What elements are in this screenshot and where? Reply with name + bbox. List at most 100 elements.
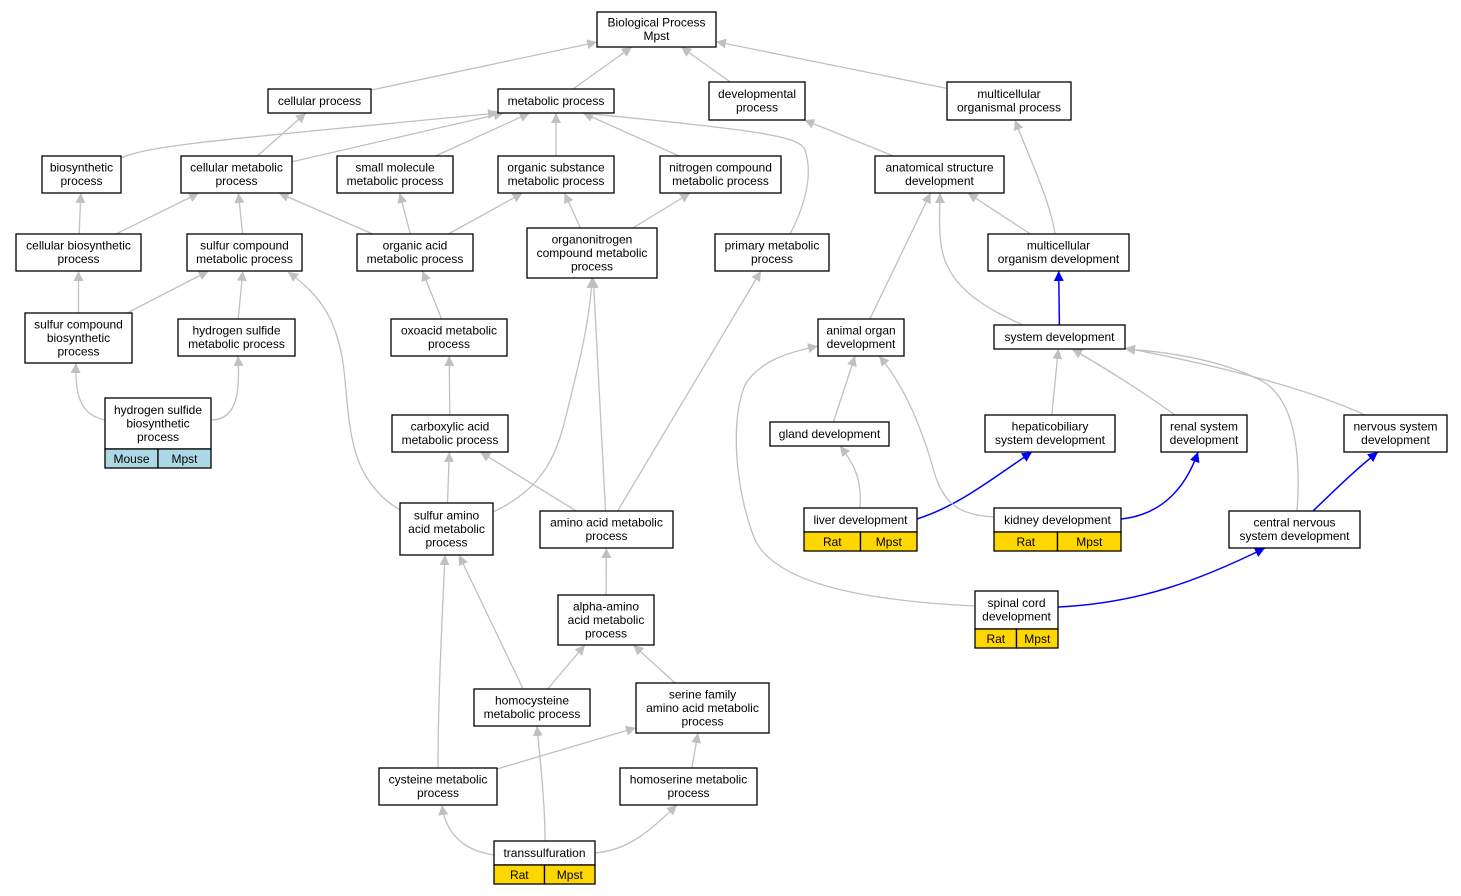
node-label-line: homoserine metabolic [630, 773, 747, 787]
node-box [493, 840, 596, 866]
node-box [708, 81, 806, 121]
annotation-label: Rat [986, 632, 1005, 646]
node-label-line: compound metabolic [537, 246, 648, 260]
node-label-line: gland development [779, 427, 881, 441]
edge-central-nervous-system-development-to-nervous-system-development [1312, 451, 1379, 512]
node-box [946, 81, 1072, 121]
node-label-line: metabolic process [188, 337, 285, 351]
annotation-label: Mpst [1024, 632, 1051, 646]
annotation-cell [859, 531, 918, 552]
node-label-line: acid metabolic [568, 613, 645, 627]
node-box [267, 88, 372, 114]
edge-multicellular-organism-development-to-multicellular-organismal-process [1013, 119, 1056, 235]
edge-transsulfuration-to-cysteine-metabolic-process [438, 804, 495, 856]
node-box [993, 507, 1122, 533]
node-label-line: system development [995, 433, 1106, 447]
node-label-line: serine family [669, 687, 736, 701]
edge-homocysteine-metabolic-process-to-alpha-amino-acid-metabolic-process [547, 644, 586, 690]
node-box [539, 510, 674, 549]
node-box [15, 233, 142, 272]
node-box [874, 155, 1005, 194]
annotation-cell [1015, 628, 1059, 649]
node-label-line: process [425, 535, 467, 549]
edge-organonitrogen-compound-metabolic-process-to-organic-substance-metabolic-process [563, 192, 582, 229]
edge-homocysteine-metabolic-process-to-sulfur-amino-acid-metabolic-process [458, 554, 524, 690]
node-metabolic-process[interactable]: metabolic process [497, 88, 615, 114]
node-label-line: metabolic process [508, 94, 605, 108]
node-label-line: sulfur amino [414, 508, 480, 522]
node-box [803, 507, 918, 533]
edges-layer [70, 38, 1379, 856]
node-label-line: metabolic process [367, 252, 464, 266]
annotation-cell [157, 448, 212, 469]
node-system-development[interactable]: system development [993, 324, 1126, 350]
node-cellular-process[interactable]: cellular process [267, 88, 372, 114]
node-label-line: sulfur compound [34, 317, 123, 331]
node-box [526, 227, 658, 279]
node-label-line: metabolic process [672, 174, 769, 188]
node-box [635, 682, 770, 734]
edge-central-nervous-system-development-to-system-development [1124, 344, 1299, 512]
node-label-line: renal system [1170, 420, 1238, 434]
node-box [619, 767, 758, 806]
node-box [336, 155, 454, 194]
node-label-line: Mpst [643, 29, 670, 43]
node-label-line: metabolic process [484, 707, 581, 721]
node-label-line: process [215, 174, 257, 188]
node-box [1228, 510, 1361, 549]
node-label-line: acid metabolic [408, 522, 485, 536]
annotation-cell [543, 864, 596, 885]
edge-amino-acid-metabolic-process-to-carboxylic-acid-metabolic-process [479, 451, 577, 512]
node-label-line: biosynthetic [126, 416, 189, 430]
node-hydrogen-sulfide-biosynthetic-process[interactable]: hydrogen sulfidebiosyntheticprocessMouse… [104, 397, 212, 469]
node-box [557, 594, 655, 646]
annotation-label: Rat [510, 868, 529, 882]
edge-carboxylic-acid-metabolic-process-to-oxoacid-metabolic-process [444, 355, 455, 416]
edge-small-molecule-metabolic-process-to-metabolic-process [435, 112, 530, 157]
node-gland-development[interactable]: gland development [769, 421, 890, 447]
node-label-line: process [417, 786, 459, 800]
edge-liver-development-to-hepaticobiliary-system-development [916, 451, 1033, 520]
node-label-line: process [137, 430, 179, 444]
edge-serine-family-amino-acid-metabolic-process-to-alpha-amino-acid-metabolic-process [632, 644, 676, 684]
edge-primary-metabolic-process-to-metabolic-process [582, 109, 809, 235]
node-box [497, 88, 615, 114]
node-label-line: process [57, 252, 99, 266]
edge-biosynthetic-process-to-metabolic-process [120, 108, 499, 159]
